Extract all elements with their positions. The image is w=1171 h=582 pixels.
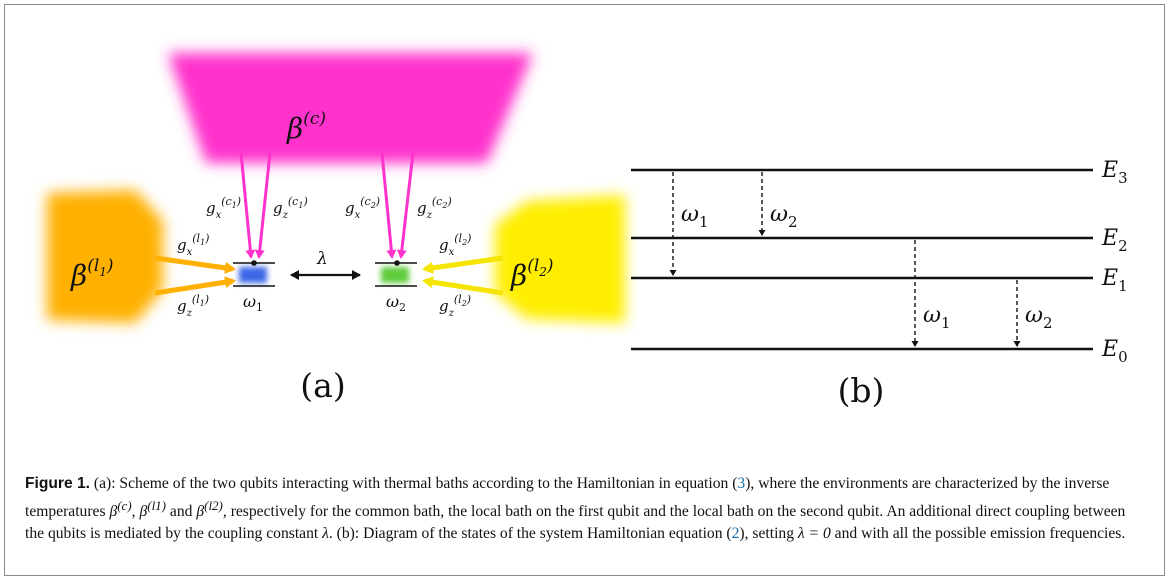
equation-ref-2[interactable]: 2 bbox=[731, 525, 740, 543]
energy-levels bbox=[631, 168, 1093, 351]
label-gx-l1: gx(l1) bbox=[177, 232, 209, 258]
transition-label-omega1-lower: ω1 bbox=[923, 303, 951, 332]
label-gx-l2: gx(l2) bbox=[439, 232, 471, 258]
local-bath-2-couplings bbox=[422, 255, 504, 296]
caption-text: ), setting bbox=[739, 525, 798, 543]
transition-label-omega2-upper: ω2 bbox=[770, 202, 798, 231]
label-gz-c1: gz(c1) bbox=[273, 195, 308, 221]
label-e3: E3 bbox=[1101, 158, 1128, 187]
equation-ref-3[interactable]: 3 bbox=[737, 475, 746, 492]
caption-math: (l1) bbox=[147, 498, 167, 513]
caption-text: , bbox=[131, 503, 140, 521]
figure-caption: Figure 1. (a): Scheme of the two qubits … bbox=[25, 473, 1145, 545]
caption-text: and with all the possible emission frequ… bbox=[830, 525, 1126, 543]
caption-math: β bbox=[196, 503, 205, 521]
caption-math: β bbox=[139, 503, 148, 521]
panel-a-label: (a) bbox=[300, 366, 345, 405]
caption-math: (c) bbox=[117, 498, 132, 513]
label-gz-c2: gz(c2) bbox=[417, 195, 452, 221]
qubit-2-freq: ω2 bbox=[386, 292, 406, 314]
caption-math: (l2) bbox=[204, 498, 223, 513]
transition-label-omega1-upper: ω1 bbox=[681, 202, 709, 231]
panel-a: β(c) β(l1) β(l2) bbox=[47, 53, 625, 405]
common-bath: β(c) bbox=[168, 53, 533, 163]
label-e0: E0 bbox=[1101, 337, 1128, 366]
label-gz-l1: gz(l1) bbox=[177, 293, 209, 319]
qubit-1-freq: ω1 bbox=[243, 292, 263, 314]
label-gx-c2: gx(c2) bbox=[345, 195, 380, 221]
coupling-label: λ bbox=[316, 249, 328, 269]
caption-text: ), where the environments are characteri… bbox=[25, 475, 1110, 521]
common-bath-couplings bbox=[239, 152, 415, 259]
qubit-1: ω1 bbox=[233, 260, 275, 314]
transition-label-omega2-lower: ω2 bbox=[1025, 303, 1053, 332]
caption-text: (a): Scheme of the two qubits interactin… bbox=[90, 475, 738, 492]
caption-text: . (b): Diagram of the states of the syst… bbox=[328, 525, 732, 543]
panel-b-label: (b) bbox=[838, 371, 885, 410]
local-bath-2: β(l2) bbox=[495, 195, 625, 323]
caption-math: λ = 0 bbox=[797, 525, 831, 543]
figure-frame: β(c) β(l1) β(l2) bbox=[4, 4, 1165, 576]
panel-b: E3 E2 E1 E0 ω1 ω2 ω1 ω2 (b) bbox=[631, 158, 1128, 410]
caption-label: Figure 1. bbox=[25, 475, 90, 492]
qubit-coupling: λ bbox=[290, 249, 361, 280]
label-gx-c1: gx(c1) bbox=[206, 195, 241, 221]
qubit-2: ω2 bbox=[375, 260, 417, 314]
caption-text: , respectively for the common bath, the … bbox=[25, 503, 1126, 543]
caption-math: β bbox=[109, 503, 118, 521]
energy-level-labels: E3 E2 E1 E0 bbox=[1101, 158, 1128, 366]
figure-graphic: β(c) β(l1) β(l2) bbox=[47, 53, 1128, 410]
local-bath-1-couplings bbox=[154, 255, 236, 296]
label-e2: E2 bbox=[1101, 226, 1128, 255]
caption-text: and bbox=[166, 503, 197, 521]
caption-math: λ bbox=[322, 525, 329, 543]
local-bath-1: β(l1) bbox=[47, 190, 163, 323]
label-gz-l2: gz(l2) bbox=[439, 293, 471, 319]
transitions: ω1 ω2 ω1 ω2 bbox=[669, 172, 1053, 347]
label-e1: E1 bbox=[1101, 266, 1128, 295]
